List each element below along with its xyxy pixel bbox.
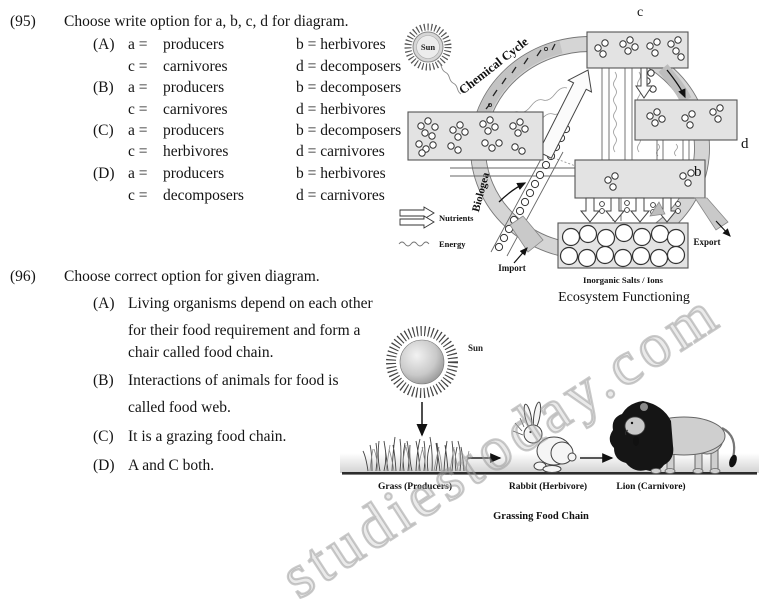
lion-label: Lion (Carnivore) xyxy=(616,481,685,492)
option-value: carnivores xyxy=(163,101,228,118)
b-to-salts-arrows xyxy=(579,197,678,223)
option-key: a = xyxy=(128,79,148,96)
lion xyxy=(609,401,737,474)
option-pair: b = decomposers xyxy=(296,79,402,96)
legend-nutrients: Nutrients xyxy=(439,213,474,223)
option-pair: d = herbivores xyxy=(296,101,386,118)
sun-label: Sun xyxy=(468,343,483,353)
label-c: c xyxy=(637,5,643,20)
option-pair: b = herbivores xyxy=(296,165,386,182)
sun-label: Sun xyxy=(421,42,435,52)
food-chain-title: Grassing Food Chain xyxy=(493,511,589,522)
option-line: for their food requirement and form a xyxy=(128,322,361,339)
option-line: A and C both. xyxy=(128,457,215,474)
uptake-arrow xyxy=(649,201,666,217)
option-line: Interactions of animals for food is xyxy=(128,372,339,389)
sun-energy-squiggle xyxy=(436,60,462,95)
question-number: (95) xyxy=(10,13,36,30)
grass-label: Grass (Producers) xyxy=(378,481,452,492)
box-d xyxy=(634,99,738,141)
rabbit-label: Rabbit (Herbivore) xyxy=(509,481,587,492)
option-value: producers xyxy=(163,165,225,182)
option-pair: b = herbivores xyxy=(296,36,386,53)
export-arrow xyxy=(694,197,731,237)
option-pair: d = decomposers xyxy=(296,58,402,75)
legend: Nutrients Energy xyxy=(398,206,474,249)
option-letter: (B) xyxy=(93,79,114,96)
option-pair: d = carnivores xyxy=(296,187,385,204)
option-pair: b = decomposers xyxy=(296,122,402,139)
option-value: producers xyxy=(163,122,225,139)
ecosystem-title: Ecosystem Functioning xyxy=(558,290,690,305)
exam-page: { "page": {"bg": "#ffffff", "text_color"… xyxy=(10,5,759,613)
box-b xyxy=(574,159,706,199)
option-line: chair called food chain. xyxy=(128,344,274,361)
sun-icon xyxy=(386,326,458,398)
option-letter: (C) xyxy=(93,428,114,445)
ground-line xyxy=(342,472,757,475)
label-d: d xyxy=(741,136,749,152)
option-key: c = xyxy=(128,187,148,204)
option-letter: (A) xyxy=(93,36,115,53)
nutrient-arrow-up xyxy=(538,69,593,159)
legend-energy: Energy xyxy=(439,239,466,249)
option-key: a = xyxy=(128,36,148,53)
export-label: Export xyxy=(694,237,721,247)
inorganic-salts-label: Inorganic Salts / Ions xyxy=(583,275,664,285)
lion-mane xyxy=(609,401,674,472)
option-value: carnivores xyxy=(163,58,228,75)
option-line: called food web. xyxy=(128,399,231,416)
question-number: (96) xyxy=(10,268,36,285)
ecosystem-diagram: Sun Chemical Cycle Biologea xyxy=(398,5,749,305)
box-producers xyxy=(407,111,544,161)
option-value: producers xyxy=(163,79,225,96)
label-b: b xyxy=(694,164,702,180)
option-line: Living organisms depend on each other xyxy=(128,295,373,312)
import-arrow xyxy=(509,215,544,264)
option-value: decomposers xyxy=(163,187,244,204)
box-inorganic-salts xyxy=(557,222,689,269)
option-key: c = xyxy=(128,143,148,160)
option-letter: (B) xyxy=(93,372,114,389)
question-text: Choose correct option for given diagram. xyxy=(64,268,320,285)
option-letter: (D) xyxy=(93,165,115,182)
option-value: producers xyxy=(163,36,225,53)
option-key: c = xyxy=(128,58,148,75)
food-chain-diagram: Sun xyxy=(340,326,759,522)
option-line: It is a grazing food chain. xyxy=(128,428,287,445)
sun-icon: Sun xyxy=(404,23,462,95)
option-key: c = xyxy=(128,101,148,118)
option-key: a = xyxy=(128,122,148,139)
box-c xyxy=(586,31,689,69)
option-key: a = xyxy=(128,165,148,182)
import-label: Import xyxy=(498,263,526,273)
option-letter: (D) xyxy=(93,457,115,474)
option-pair: d = carnivores xyxy=(296,143,385,160)
c-to-d-arrow xyxy=(666,69,686,99)
option-value: herbivores xyxy=(163,143,229,160)
option-letter: (C) xyxy=(93,122,114,139)
grass xyxy=(362,436,470,472)
c-to-d-hollow-arrows xyxy=(635,67,653,99)
question-text: Choose write option for a, b, c, d for d… xyxy=(64,13,349,30)
c-to-d-band xyxy=(658,64,692,103)
rabbit xyxy=(512,401,577,473)
option-letter: (A) xyxy=(93,295,115,312)
cycle-direction-arrow xyxy=(498,182,527,203)
